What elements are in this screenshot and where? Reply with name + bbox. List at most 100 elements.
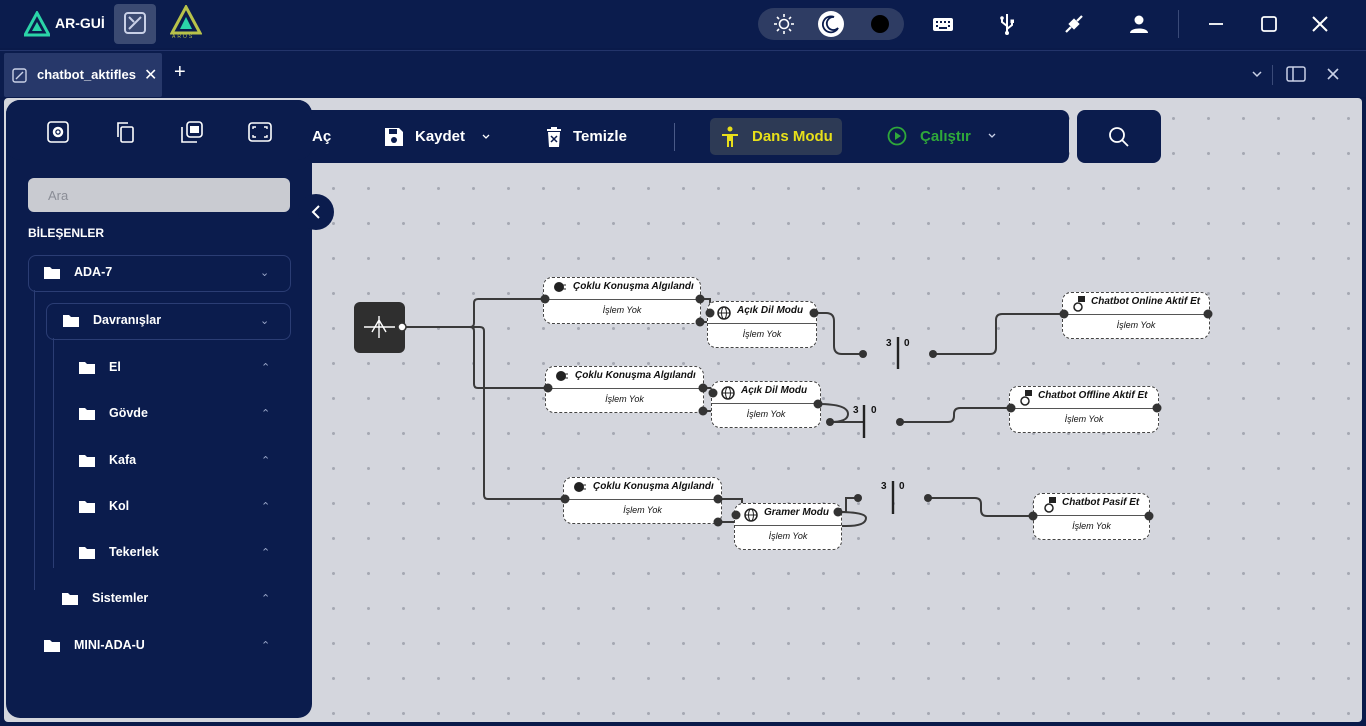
sidebar-actions	[6, 100, 312, 160]
settings-icon[interactable]	[47, 121, 69, 143]
keyboard-icon[interactable]	[931, 12, 955, 36]
node-divider	[1063, 314, 1209, 315]
fit-screen-icon[interactable]	[248, 121, 272, 143]
tree-item-davranislar[interactable]	[46, 303, 291, 340]
node-chatbot-online-activate[interactable]: Chatbot Online Aktif Et İşlem Yok	[1062, 292, 1210, 339]
folder-icon	[79, 546, 95, 559]
tree-item-sistemler[interactable]: Sistemler	[62, 580, 289, 616]
flow-editor-button[interactable]	[114, 4, 156, 44]
plug-connection-icon[interactable]	[1062, 12, 1086, 36]
tab-label: chatbot_aktifles	[37, 67, 136, 82]
usb-icon[interactable]	[995, 12, 1019, 36]
minimize-icon[interactable]	[1204, 12, 1228, 36]
save-dropdown-chevron-icon[interactable]	[481, 132, 491, 142]
tree-item-kol[interactable]: Kol	[79, 488, 289, 524]
maximize-icon[interactable]	[1257, 12, 1281, 36]
dance-mode-button[interactable]: Dans Modu	[710, 118, 842, 155]
tree-item-tekerlek[interactable]: Tekerlek	[79, 534, 289, 570]
tree-item-ada-7-label-row: ADA-7	[44, 254, 112, 290]
gate-left-count: 3	[853, 405, 859, 416]
chatbot-icon	[1073, 296, 1085, 312]
chevron-up-icon[interactable]: ⌃	[261, 362, 271, 374]
node-open-language-mode[interactable]: Açık Dil Modu İşlem Yok	[707, 301, 817, 348]
node-open-language-mode[interactable]: Açık Dil Modu İşlem Yok	[711, 381, 821, 428]
chevron-up-icon[interactable]: ⌃	[261, 640, 271, 652]
theme-switcher[interactable]	[758, 8, 904, 40]
start-node[interactable]	[354, 302, 405, 353]
tree-item-el[interactable]: El	[79, 349, 289, 385]
tab-chatbot-aktifles[interactable]: chatbot_aktifles ✕	[4, 53, 162, 97]
chevron-up-icon[interactable]: ⌃	[261, 408, 271, 420]
node-chatbot-offline-activate[interactable]: Chatbot Offline Aktif Et İşlem Yok	[1009, 386, 1159, 433]
title-bar: AR-GUİ AROS	[0, 0, 1366, 48]
tab-close-icon[interactable]: ✕	[144, 67, 158, 84]
folder-icon	[79, 361, 95, 374]
node-multi-speech-detected[interactable]: Çoklu Konuşma Algılandı İşlem Yok	[563, 477, 722, 524]
light-theme-icon[interactable]	[772, 12, 796, 36]
node-title: Açık Dil Modu	[737, 305, 804, 316]
aros-logo-icon[interactable]	[170, 5, 202, 41]
chatbot-icon	[1044, 497, 1056, 513]
person-dance-icon	[722, 126, 738, 147]
tree-item-mini-ada-u[interactable]: MINI-ADA-U	[44, 627, 289, 663]
run-dropdown-chevron-icon[interactable]	[987, 131, 997, 141]
node-divider	[544, 299, 700, 300]
save-label: Kaydet	[415, 128, 466, 145]
globe-icon	[717, 306, 731, 320]
black-theme-icon[interactable]	[868, 12, 892, 36]
node-multi-speech-detected[interactable]: Çoklu Konuşma Algılandı İşlem Yok	[543, 277, 701, 324]
add-tab-button[interactable]: +	[174, 61, 186, 83]
folder-icon	[44, 266, 60, 279]
node-title: Gramer Modu	[764, 507, 830, 518]
tree-item-label: Kol	[109, 499, 130, 513]
gate-left-count: 3	[881, 481, 887, 492]
tab-list-chevron-icon[interactable]	[1251, 68, 1263, 80]
node-chatbot-passive[interactable]: Chatbot Pasif Et İşlem Yok	[1033, 493, 1150, 540]
chevron-down-icon[interactable]: ⌄	[260, 267, 270, 279]
node-multi-speech-detected[interactable]: Çoklu Konuşma Algılandı İşlem Yok	[545, 366, 704, 413]
node-status: İşlem Yok	[1116, 320, 1156, 330]
trash-icon	[547, 126, 561, 147]
chevron-up-icon[interactable]: ⌃	[261, 593, 271, 605]
save-icon	[385, 127, 403, 146]
flow-file-icon	[12, 68, 27, 83]
split-view-icon[interactable]	[1286, 66, 1306, 82]
main-toolbar: Aç Kaydet Temizle	[240, 110, 1069, 163]
dark-theme-icon[interactable]	[818, 11, 844, 37]
tree-item-label: Tekerlek	[109, 545, 159, 559]
tree-item-ada-7[interactable]	[28, 255, 291, 292]
speech-icon	[554, 282, 566, 292]
copy-icon[interactable]	[115, 121, 135, 143]
user-icon[interactable]	[1127, 12, 1151, 36]
canvas-search-button[interactable]	[1077, 110, 1161, 163]
close-window-icon[interactable]	[1308, 12, 1332, 36]
gate-right-count: 0	[871, 405, 877, 416]
chevron-down-icon[interactable]: ⌄	[260, 315, 270, 327]
node-status: İşlem Yok	[1072, 521, 1111, 531]
close-panel-icon[interactable]	[1327, 68, 1339, 80]
tree-item-label: ADA-7	[74, 265, 113, 279]
tab-bar: chatbot_aktifles ✕ +	[0, 50, 1366, 97]
folder-icon	[62, 592, 78, 605]
open-button[interactable]: Aç	[312, 110, 331, 163]
node-grammar-mode[interactable]: Gramer Modu İşlem Yok	[734, 503, 842, 550]
tree-item-kafa[interactable]: Kafa	[79, 442, 289, 478]
run-label: Çalıştır	[920, 128, 971, 145]
node-status: İşlem Yok	[742, 329, 782, 339]
gate-right-count: 0	[899, 481, 905, 492]
chevron-up-icon[interactable]: ⌃	[261, 547, 271, 559]
tree-item-govde[interactable]: Gövde	[79, 395, 289, 431]
chevron-up-icon[interactable]: ⌃	[261, 501, 271, 513]
node-title: Chatbot Offline Aktif Et	[1038, 390, 1148, 401]
tree-item-label: Kafa	[109, 453, 137, 467]
node-title: Açık Dil Modu	[741, 385, 808, 396]
tab-bar-divider	[1272, 65, 1273, 85]
save-button[interactable]: Kaydet	[383, 110, 491, 163]
duplicate-icon[interactable]	[181, 121, 203, 143]
run-button[interactable]: Çalıştır	[887, 118, 1007, 155]
component-search-input[interactable]	[28, 178, 290, 212]
clear-button[interactable]: Temizle	[545, 110, 627, 163]
chevron-up-icon[interactable]: ⌃	[261, 455, 271, 467]
sidebar-collapse-button[interactable]	[298, 194, 334, 230]
start-output-port[interactable]	[396, 321, 408, 333]
